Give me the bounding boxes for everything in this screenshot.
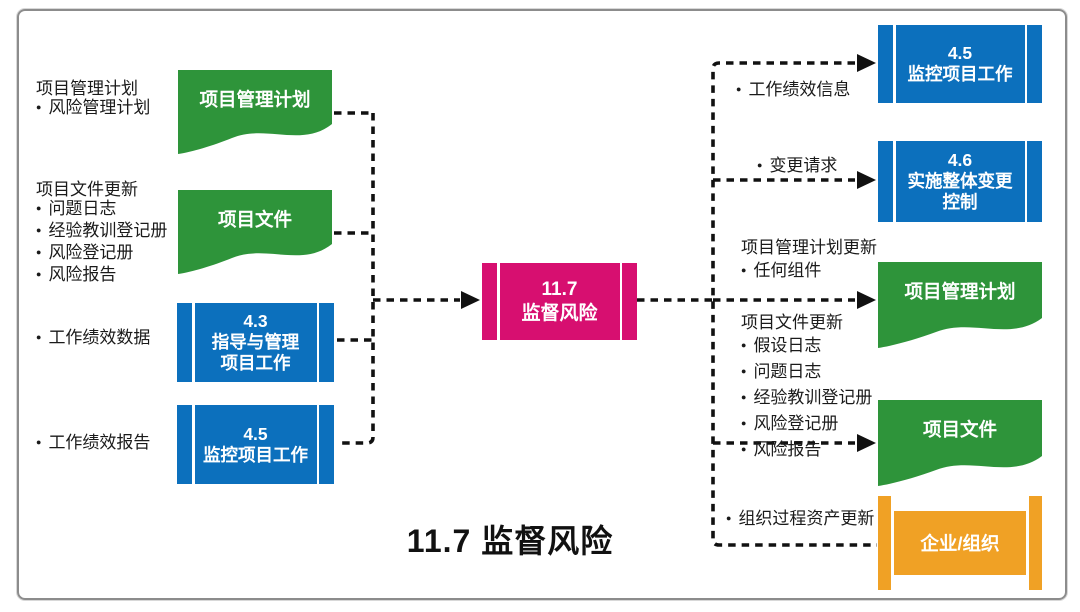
label-bullet: 风险管理计划 xyxy=(48,98,151,117)
connector-output-spine xyxy=(711,61,877,547)
label-bullet: 工作绩效数据 xyxy=(48,328,151,347)
shape-label: 项目管理计划 xyxy=(199,89,311,110)
process-box-strip xyxy=(497,263,500,340)
process-code: 4.5 xyxy=(947,43,973,63)
output-label-opa-updates: 组织过程资产更新 xyxy=(726,509,874,531)
shape-label: 项目管理计划 xyxy=(904,281,1016,302)
center-process-11-7: 11.7 监督风险 xyxy=(482,263,637,340)
arrowhead-into-center xyxy=(461,291,480,309)
input-label-work-performance-data: 工作绩效数据 xyxy=(36,328,150,350)
process-box-strip xyxy=(316,303,319,382)
label-bullet: 风险登记册 xyxy=(48,243,134,262)
process-box-strip xyxy=(619,263,622,340)
output-shape-project-management-plan: 项目管理计划 xyxy=(878,262,1042,352)
label-bullet: 问题日志 xyxy=(753,362,822,381)
process-box-strip xyxy=(192,303,195,382)
label-bullet: 经验教训登记册 xyxy=(753,388,873,407)
process-box-strip xyxy=(316,405,319,484)
shape-label: 项目文件 xyxy=(217,209,292,230)
process-code: 4.3 xyxy=(243,311,268,331)
label-title: 项目管理计划 xyxy=(36,79,138,98)
process-name: 指导与管理 项目工作 xyxy=(211,332,300,373)
output-shape-enterprise-organization: 企业/组织 xyxy=(878,496,1042,590)
process-box-strip xyxy=(893,141,896,222)
process-name: 监控项目工作 xyxy=(203,444,308,465)
label-title: 项目管理计划更新 xyxy=(741,238,877,257)
arrowhead-output-plan xyxy=(857,291,876,309)
shape-label: 企业/组织 xyxy=(894,511,1026,575)
process-code: 4.5 xyxy=(243,423,268,444)
label-bullet: 工作绩效信息 xyxy=(748,80,851,99)
label-bullet: 风险登记册 xyxy=(753,414,839,433)
document-wave-icon xyxy=(178,190,332,274)
label-bullet: 风险报告 xyxy=(48,265,117,284)
document-wave-icon xyxy=(178,70,332,154)
label-bullet: 风险报告 xyxy=(753,440,822,459)
document-wave-icon xyxy=(878,400,1042,486)
input-process-4-3: 4.3 指导与管理 项目工作 xyxy=(177,303,334,382)
connector-input-spine xyxy=(340,113,375,445)
input-label-work-performance-reports: 工作绩效报告 xyxy=(36,433,150,455)
label-bullet: 问题日志 xyxy=(48,199,117,218)
process-code: 11.7 xyxy=(541,278,578,300)
label-title: 项目文件更新 xyxy=(36,180,138,199)
diagram-title: 11.7 监督风险 xyxy=(406,523,614,559)
input-shape-project-documents: 项目文件 xyxy=(178,190,332,278)
output-shape-project-documents: 项目文件 xyxy=(878,400,1042,490)
document-wave-icon xyxy=(878,262,1042,348)
output-label-work-performance-information: 工作绩效信息 xyxy=(736,80,850,102)
input-process-4-5: 4.5 监控项目工作 xyxy=(177,405,334,484)
process-name: 监控项目工作 xyxy=(907,64,1013,84)
process-box-strip xyxy=(192,405,195,484)
process-box-strip xyxy=(1024,141,1027,222)
label-bullet: 任何组件 xyxy=(753,261,822,280)
label-bullet: 变更请求 xyxy=(769,156,838,175)
label-bullet: 组织过程资产更新 xyxy=(738,509,875,528)
output-process-4-5: 4.5 监控项目工作 xyxy=(878,25,1042,103)
shape-label: 项目文件 xyxy=(922,419,997,440)
diagram-border-frame xyxy=(17,9,1067,600)
org-side-bar xyxy=(878,496,891,590)
process-name: 监督风险 xyxy=(521,302,598,324)
output-label-change-requests: 变更请求 xyxy=(757,156,837,178)
label-title: 项目文件更新 xyxy=(741,313,843,332)
output-label-plan-updates: 项目管理计划更新 任何组件 xyxy=(741,236,877,285)
arrowhead-output-45 xyxy=(857,54,876,72)
process-box-strip xyxy=(893,25,896,103)
input-label-project-management-plan: 项目管理计划 风险管理计划 xyxy=(36,79,150,120)
label-bullet: 经验教训登记册 xyxy=(48,221,168,240)
arrowhead-output-46 xyxy=(857,171,876,189)
input-shape-project-management-plan: 项目管理计划 xyxy=(178,70,332,158)
output-process-4-6: 4.6 实施整体变更 控制 xyxy=(878,141,1042,222)
input-label-project-documents: 项目文件更新 问题日志 经验教训登记册 风险登记册 风险报告 xyxy=(36,180,167,287)
label-bullet: 工作绩效报告 xyxy=(48,433,151,452)
output-label-document-updates: 项目文件更新 假设日志 问题日志 经验教训登记册 风险登记册 风险报告 xyxy=(741,311,872,464)
org-side-bar xyxy=(1029,496,1042,590)
process-code: 4.6 xyxy=(947,150,973,170)
process-box-strip xyxy=(1024,25,1027,103)
label-bullet: 假设日志 xyxy=(753,336,822,355)
process-name: 实施整体变更 控制 xyxy=(907,171,1013,212)
